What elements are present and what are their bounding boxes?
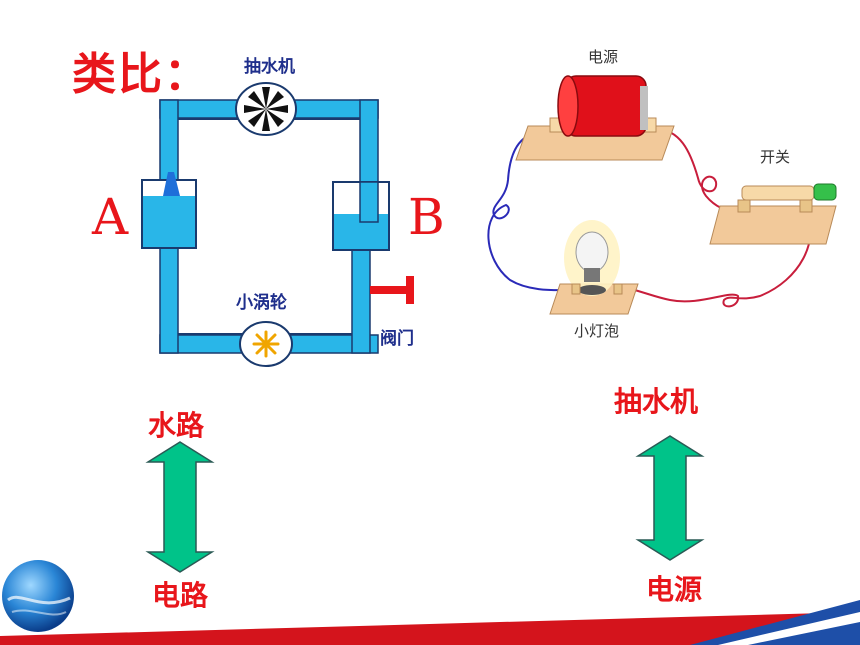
valve-icon bbox=[370, 276, 414, 304]
bulb-label: 小灯泡 bbox=[574, 322, 620, 340]
switch-icon bbox=[709, 183, 837, 245]
tank-a-label: A bbox=[92, 188, 129, 246]
red-wire-top bbox=[654, 127, 741, 213]
bulb-icon bbox=[549, 220, 639, 315]
footer-red-band bbox=[0, 612, 860, 645]
blue-wire bbox=[487, 129, 573, 292]
tank-b bbox=[332, 181, 390, 251]
turbine-label: 小涡轮 bbox=[236, 293, 287, 313]
power-source-icon bbox=[515, 75, 675, 161]
turbine-icon bbox=[239, 321, 293, 367]
footer-blue-band bbox=[690, 600, 860, 645]
power-label: 电源 bbox=[588, 48, 619, 66]
analogy-power-source: 电源 bbox=[646, 573, 703, 606]
analogy-water-route: 水路 bbox=[148, 409, 205, 442]
analogy-electric-route: 电路 bbox=[152, 579, 209, 612]
tank-b-label: B bbox=[408, 188, 445, 246]
valve-label: 阀门 bbox=[380, 329, 414, 349]
footer-white-stripe bbox=[718, 612, 860, 645]
tank-a bbox=[141, 172, 197, 249]
switch-label: 开关 bbox=[760, 148, 791, 166]
pump-label: 抽水机 bbox=[244, 57, 295, 77]
pump-icon bbox=[235, 82, 297, 136]
double-arrow-icon bbox=[145, 441, 215, 573]
globe-icon bbox=[2, 560, 74, 632]
analogy-pump: 抽水机 bbox=[614, 385, 699, 418]
red-wire-bottom bbox=[619, 211, 812, 308]
double-arrow-icon bbox=[635, 435, 705, 561]
page-title: 类比： bbox=[72, 49, 210, 100]
